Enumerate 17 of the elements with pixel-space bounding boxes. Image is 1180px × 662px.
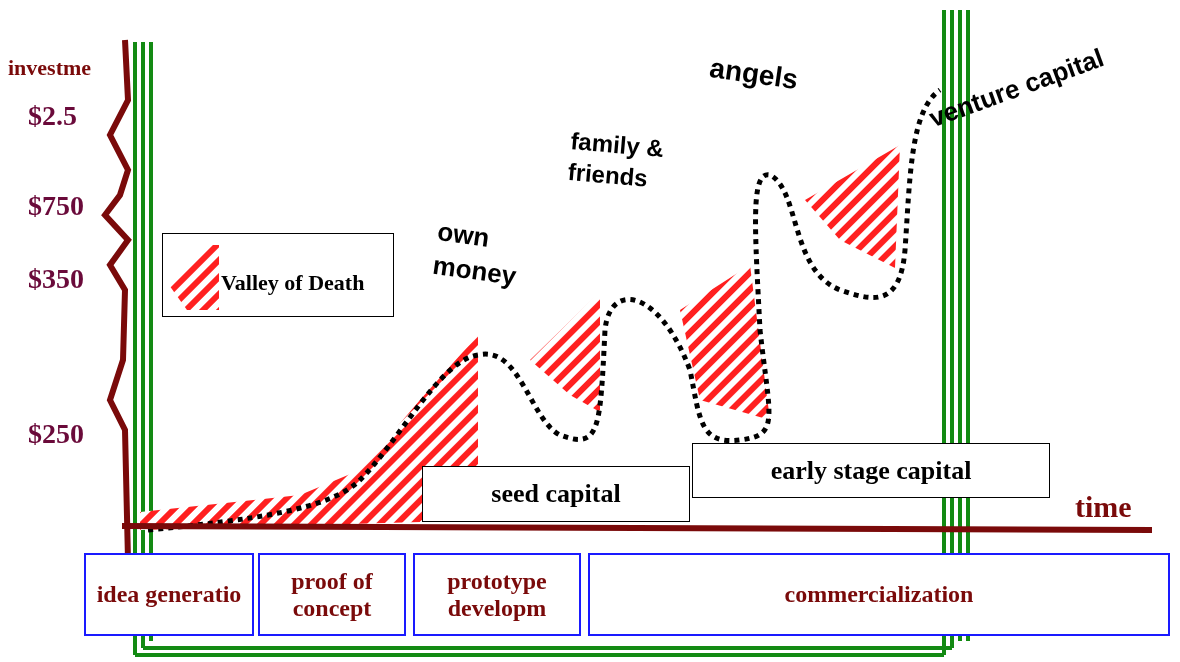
capital-box: seed capital [422, 466, 690, 522]
tick-label: $750 [28, 190, 84, 222]
funding-label: venture capital [925, 42, 1109, 135]
tick-label: $350 [28, 263, 84, 295]
stage-box: commercialization [588, 553, 1170, 636]
stage-box: idea generatio [84, 553, 254, 636]
axis-title: time [1075, 490, 1132, 524]
stage-box: prototype developm [413, 553, 581, 636]
tick-label: $2.5 [28, 100, 77, 132]
capital-box: early stage capital [692, 443, 1050, 498]
axis-title: investme [8, 55, 92, 81]
funding-label: own money [430, 215, 520, 293]
legend-label: Valley of Death [221, 270, 365, 296]
stage-box: proof of concept [258, 553, 406, 636]
funding-label: family & friends [566, 126, 666, 194]
tick-label: $250 [28, 418, 84, 450]
funding-label: angels [707, 52, 800, 97]
